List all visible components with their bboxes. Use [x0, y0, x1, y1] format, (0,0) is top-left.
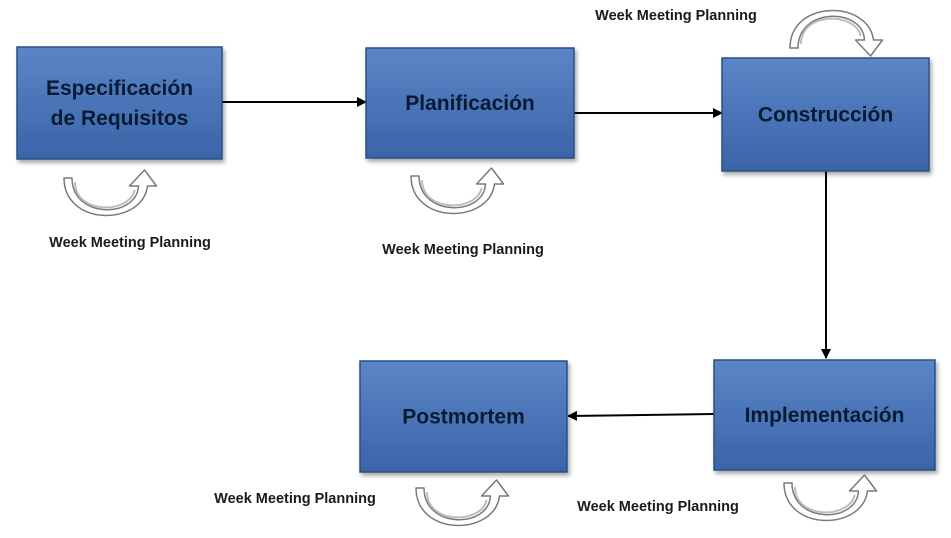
node-caption: Week Meeting Planning — [49, 235, 211, 251]
edge-implementacion-to-postmortem — [567, 410, 715, 421]
node-caption: Week Meeting Planning — [382, 242, 544, 258]
edges — [222, 97, 831, 421]
node-box — [713, 359, 936, 471]
node-caption: Week Meeting Planning — [595, 8, 757, 24]
node-box — [365, 47, 575, 159]
node-label: de Requisitos — [51, 107, 189, 130]
node-label: Construcción — [758, 104, 893, 127]
node-box — [721, 57, 930, 172]
node-label: Planificación — [405, 92, 535, 115]
node-box — [359, 360, 568, 473]
cycle-arrow-icon — [789, 9, 884, 57]
cycle-arrow-icon — [410, 167, 505, 215]
node-caption: Week Meeting Planning — [214, 491, 376, 507]
node-box — [16, 46, 223, 160]
node-label: Implementación — [745, 404, 905, 427]
node-construccion: Construcción Week Meeting Planning — [595, 8, 930, 172]
node-label: Postmortem — [402, 406, 525, 429]
node-label: Especificación — [46, 77, 193, 100]
cycle-arrow-icon — [783, 474, 878, 522]
cycle-arrow-icon — [63, 169, 158, 217]
node-caption: Week Meeting Planning — [577, 499, 739, 515]
cycle-arrow-icon — [415, 479, 510, 527]
